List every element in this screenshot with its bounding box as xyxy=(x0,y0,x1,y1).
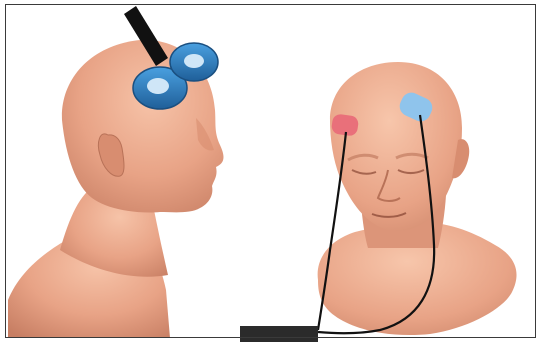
tdcs-stimulator-device xyxy=(240,326,318,342)
tms-subject-head xyxy=(8,40,223,338)
